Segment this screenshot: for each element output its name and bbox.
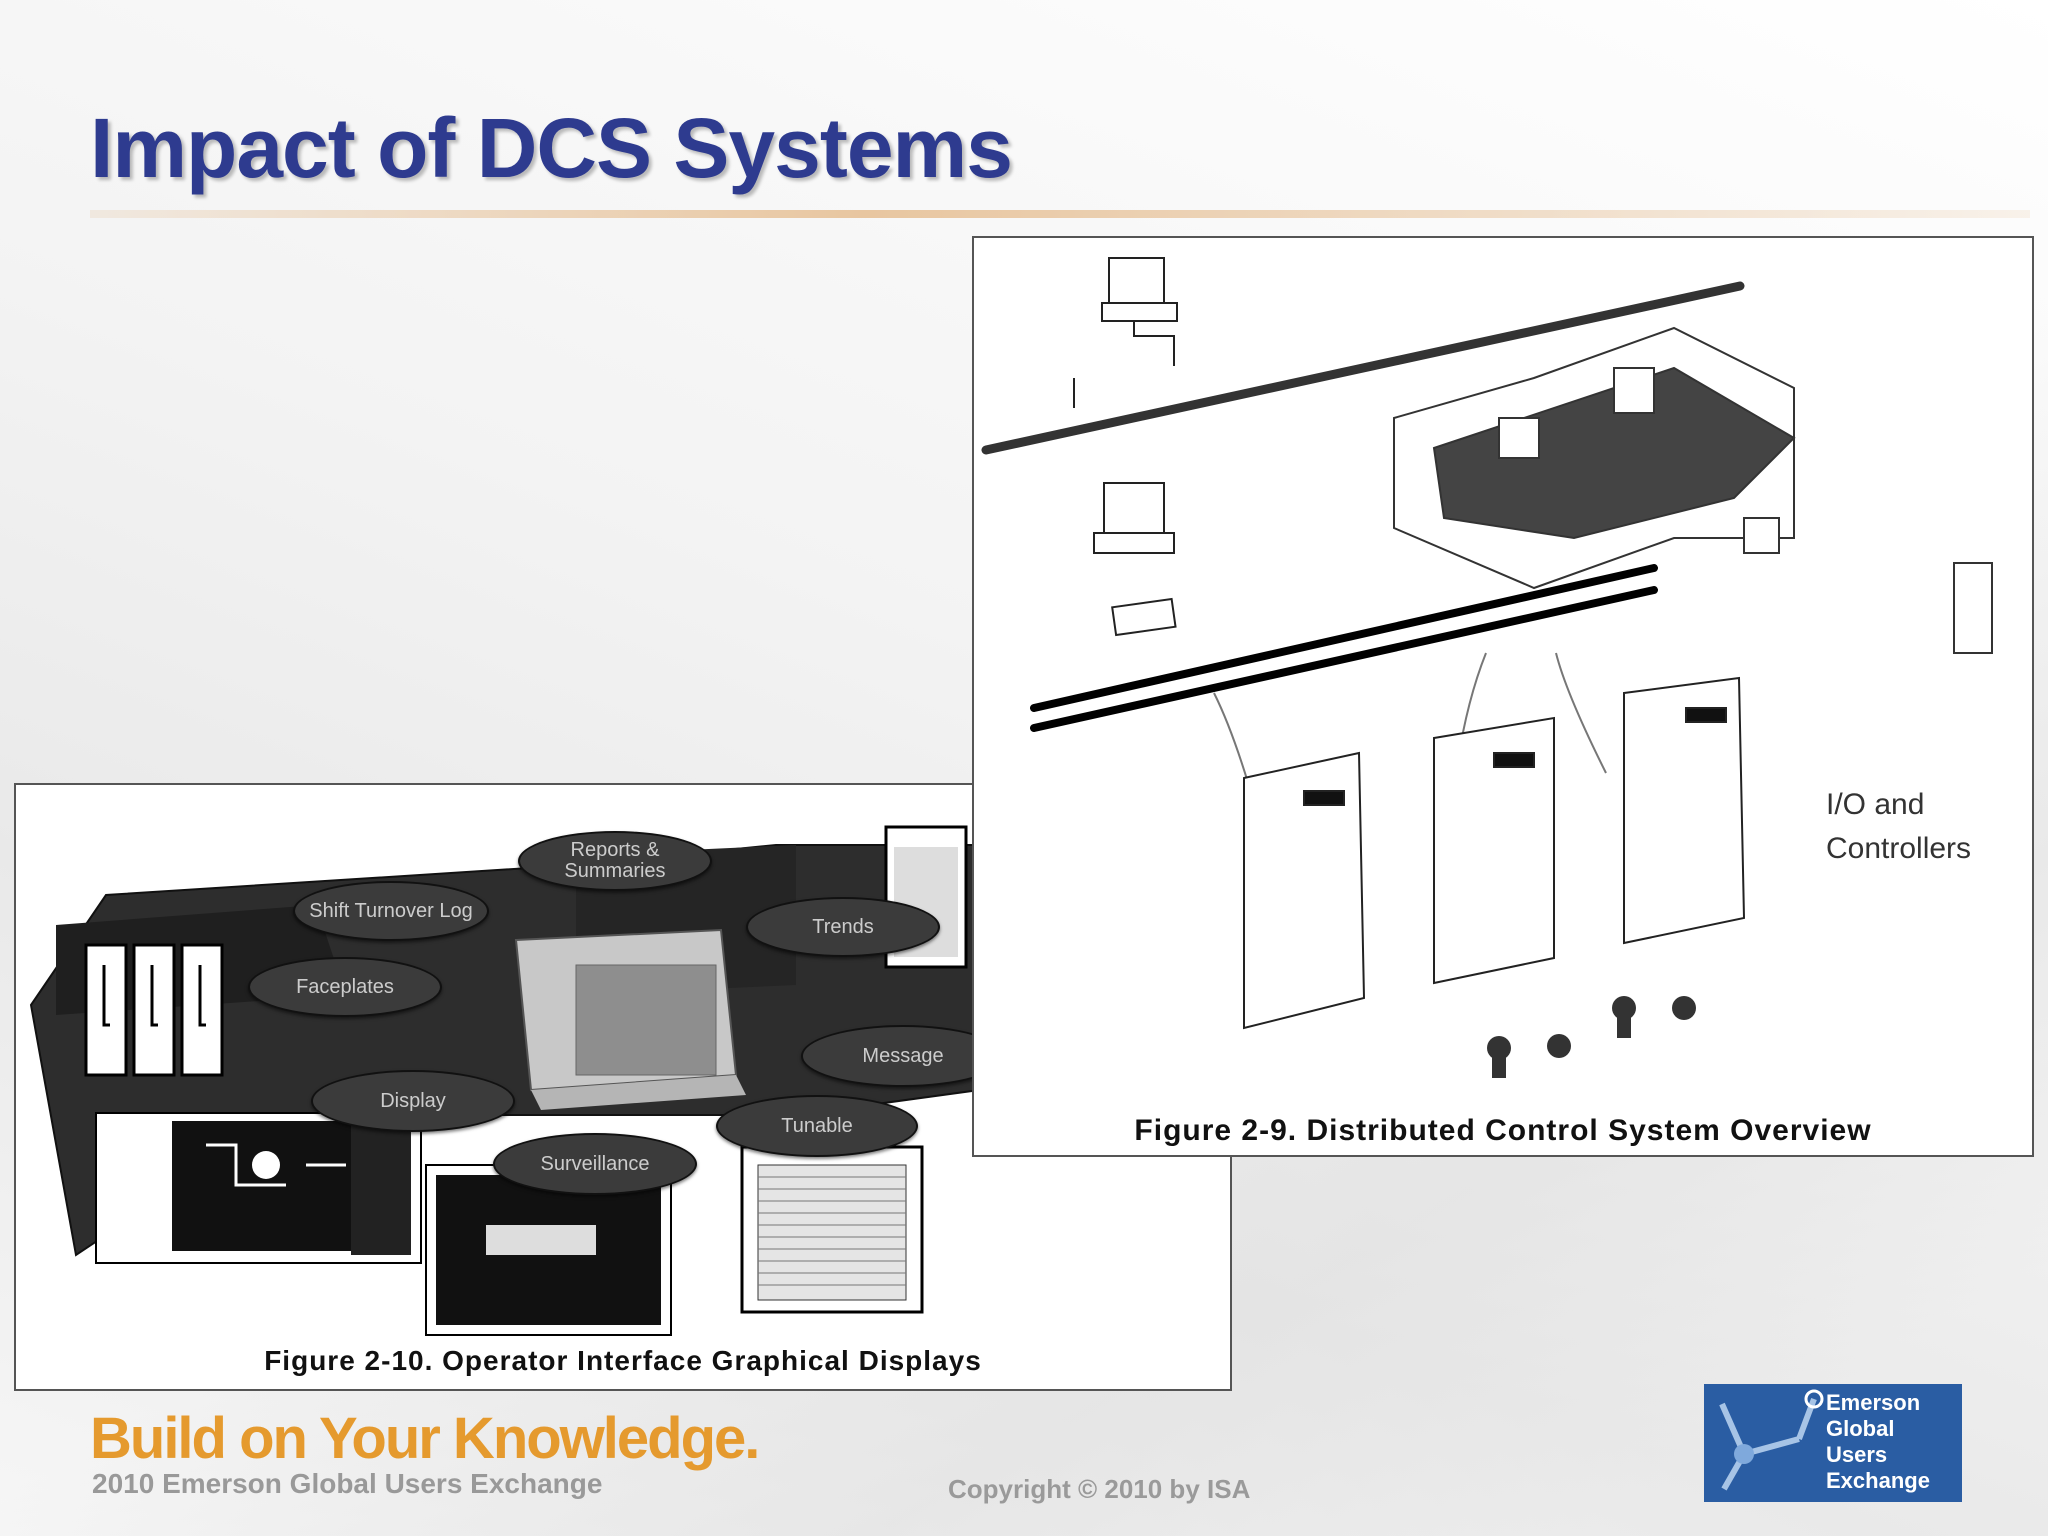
logo-text: Emerson Global Users Exchange <box>1826 1390 1930 1494</box>
io-label-line1: I/O and <box>1826 788 1925 821</box>
emerson-logo: Emerson Global Users Exchange <box>1704 1384 1962 1502</box>
slide-title: Impact of DCS Systems <box>90 101 1013 195</box>
workstation-mid <box>1073 378 1177 637</box>
bubble-tunable: Tunable <box>716 1095 918 1157</box>
logo-line3: Users <box>1826 1442 1888 1467</box>
event-name: 2010 Emerson Global Users Exchange <box>92 1468 603 1499</box>
bubble-surveillance: Surveillance <box>493 1133 697 1195</box>
bubble-faceplates: Faceplates <box>248 957 442 1017</box>
bubble-trends: Trends <box>746 897 940 957</box>
workstation-top <box>1101 257 1178 366</box>
io-label-line2: Controllers <box>1826 831 1972 865</box>
tagline: Build on Your Knowledge. <box>90 1406 760 1471</box>
logo-line1: Emerson <box>1826 1390 1921 1415</box>
figure-caption: Figure 2-9. Distributed Control System O… <box>1134 1114 1872 1147</box>
copyright-notice: Copyright © 2010 by ISA <box>948 1474 1251 1504</box>
io-controllers-label: I/O and Controllers <box>1826 783 1971 870</box>
logo-line2: Global <box>1826 1416 1895 1441</box>
bubble-message: Message <box>801 1025 1005 1087</box>
controller-cabinets <box>1243 676 1746 1030</box>
bubble-display: Display <box>311 1070 515 1132</box>
control-room <box>1393 326 1993 654</box>
dcs-network-illustration <box>981 257 1993 1078</box>
logo-network-icon <box>1719 1389 1824 1491</box>
logo-line4: Exchange <box>1826 1468 1930 1493</box>
bubble-shift-log: Shift Turnover Log <box>293 881 489 941</box>
figure-caption: Figure 2-10. Operator Interface Graphica… <box>264 1345 982 1376</box>
field-valves <box>1487 996 1696 1078</box>
bubble-reports: Reports & Summaries <box>518 831 712 891</box>
title-underline <box>90 210 2030 218</box>
figure-dcs-overview: I/O and Controllers Figure 2-9. Distribu… <box>972 236 2034 1157</box>
